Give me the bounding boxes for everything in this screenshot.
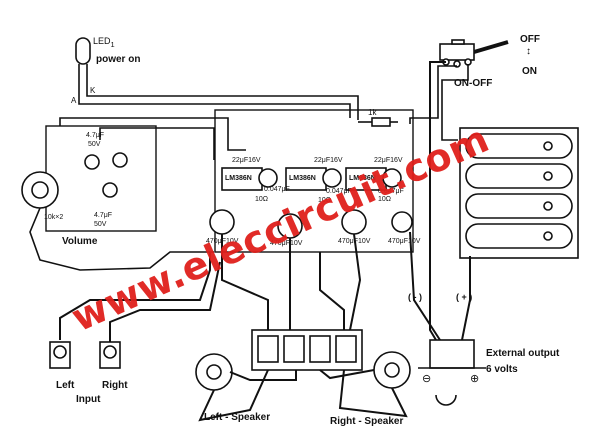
led-pin-k: K — [90, 86, 96, 95]
switch-arrow: ↕ — [526, 46, 531, 57]
input-left-label: Left — [56, 380, 75, 391]
volume-cap-top-v: 50V — [88, 141, 101, 148]
volume-pot-value: 10k×2 — [44, 214, 64, 221]
output-minus: ⊖ — [422, 373, 432, 385]
right-speaker-caption: Right - Speaker — [330, 416, 404, 427]
output-line1: External output — [486, 348, 560, 359]
switch-on-label: ON — [522, 66, 537, 77]
output-jack-icon — [418, 339, 486, 369]
cap-power — [391, 211, 413, 233]
led-caption: power on — [96, 54, 141, 65]
ic-1-cap-side: 0.047μF — [264, 186, 290, 193]
ic-2 — [285, 167, 342, 191]
speaker-terminal-block — [251, 329, 363, 371]
right-speaker-icon — [373, 351, 411, 389]
ic-3-cap-out: 470μF10V — [338, 238, 371, 245]
polarity-plus: ( + ) — [456, 292, 473, 302]
polarity-minus: ( - ) — [408, 292, 422, 302]
rca-jack-right-icon — [99, 341, 121, 369]
volume-cap-bottom-v: 50V — [94, 221, 107, 228]
led-label: LED1 — [93, 36, 115, 49]
volume-caption: Volume — [62, 236, 98, 247]
ic-2-label: LM386N — [289, 175, 316, 182]
resistor-1k-label: 1k — [368, 108, 377, 117]
rca-jack-left-icon — [49, 341, 71, 369]
ic-3 — [345, 167, 402, 191]
ic-2-cap-side: 0.047μF — [326, 188, 352, 195]
volume-cap-top: 4.7μF — [86, 132, 105, 139]
output-plus: ⊕ — [470, 373, 480, 385]
ic-1 — [221, 167, 278, 191]
ic-3-label: LM386N — [349, 175, 376, 182]
ic-3-res: 10Ω — [378, 196, 392, 203]
left-speaker-icon — [195, 353, 233, 391]
led-pin-a: A — [71, 96, 77, 105]
ic-2-cap-top: 22μF16V — [314, 157, 343, 164]
resistor-1k — [358, 117, 398, 127]
ic-1-label: LM386N — [225, 175, 252, 182]
left-speaker-caption: Left - Speaker — [204, 412, 271, 423]
volume-board — [45, 125, 157, 232]
ic-2-cap-out: 470μF10V — [270, 240, 303, 247]
ic-3-cap-side: 0.047μF — [378, 188, 404, 195]
ic-3-cap-top: 22μF16V — [374, 157, 403, 164]
switch-caption: ON-OFF — [454, 78, 493, 89]
toggle-switch-icon — [439, 39, 509, 68]
ic-2-res: 10Ω — [318, 197, 332, 204]
volume-pot-icon — [21, 152, 128, 209]
ic-1-cap-out: 470μF10V — [206, 238, 239, 245]
input-right-label: Right — [102, 380, 128, 391]
ic-1-res: 10Ω — [255, 196, 269, 203]
led-icon — [75, 37, 91, 98]
switch-off-label: OFF — [520, 34, 540, 45]
battery-pack — [459, 127, 579, 259]
ic-1-cap-top: 22μF16V — [232, 157, 261, 164]
volume-cap-bottom: 4.7μF — [94, 212, 113, 219]
input-caption: Input — [76, 394, 101, 405]
output-line2: 6 volts — [486, 364, 518, 375]
power-cap-label: 470μF10V — [388, 238, 421, 245]
